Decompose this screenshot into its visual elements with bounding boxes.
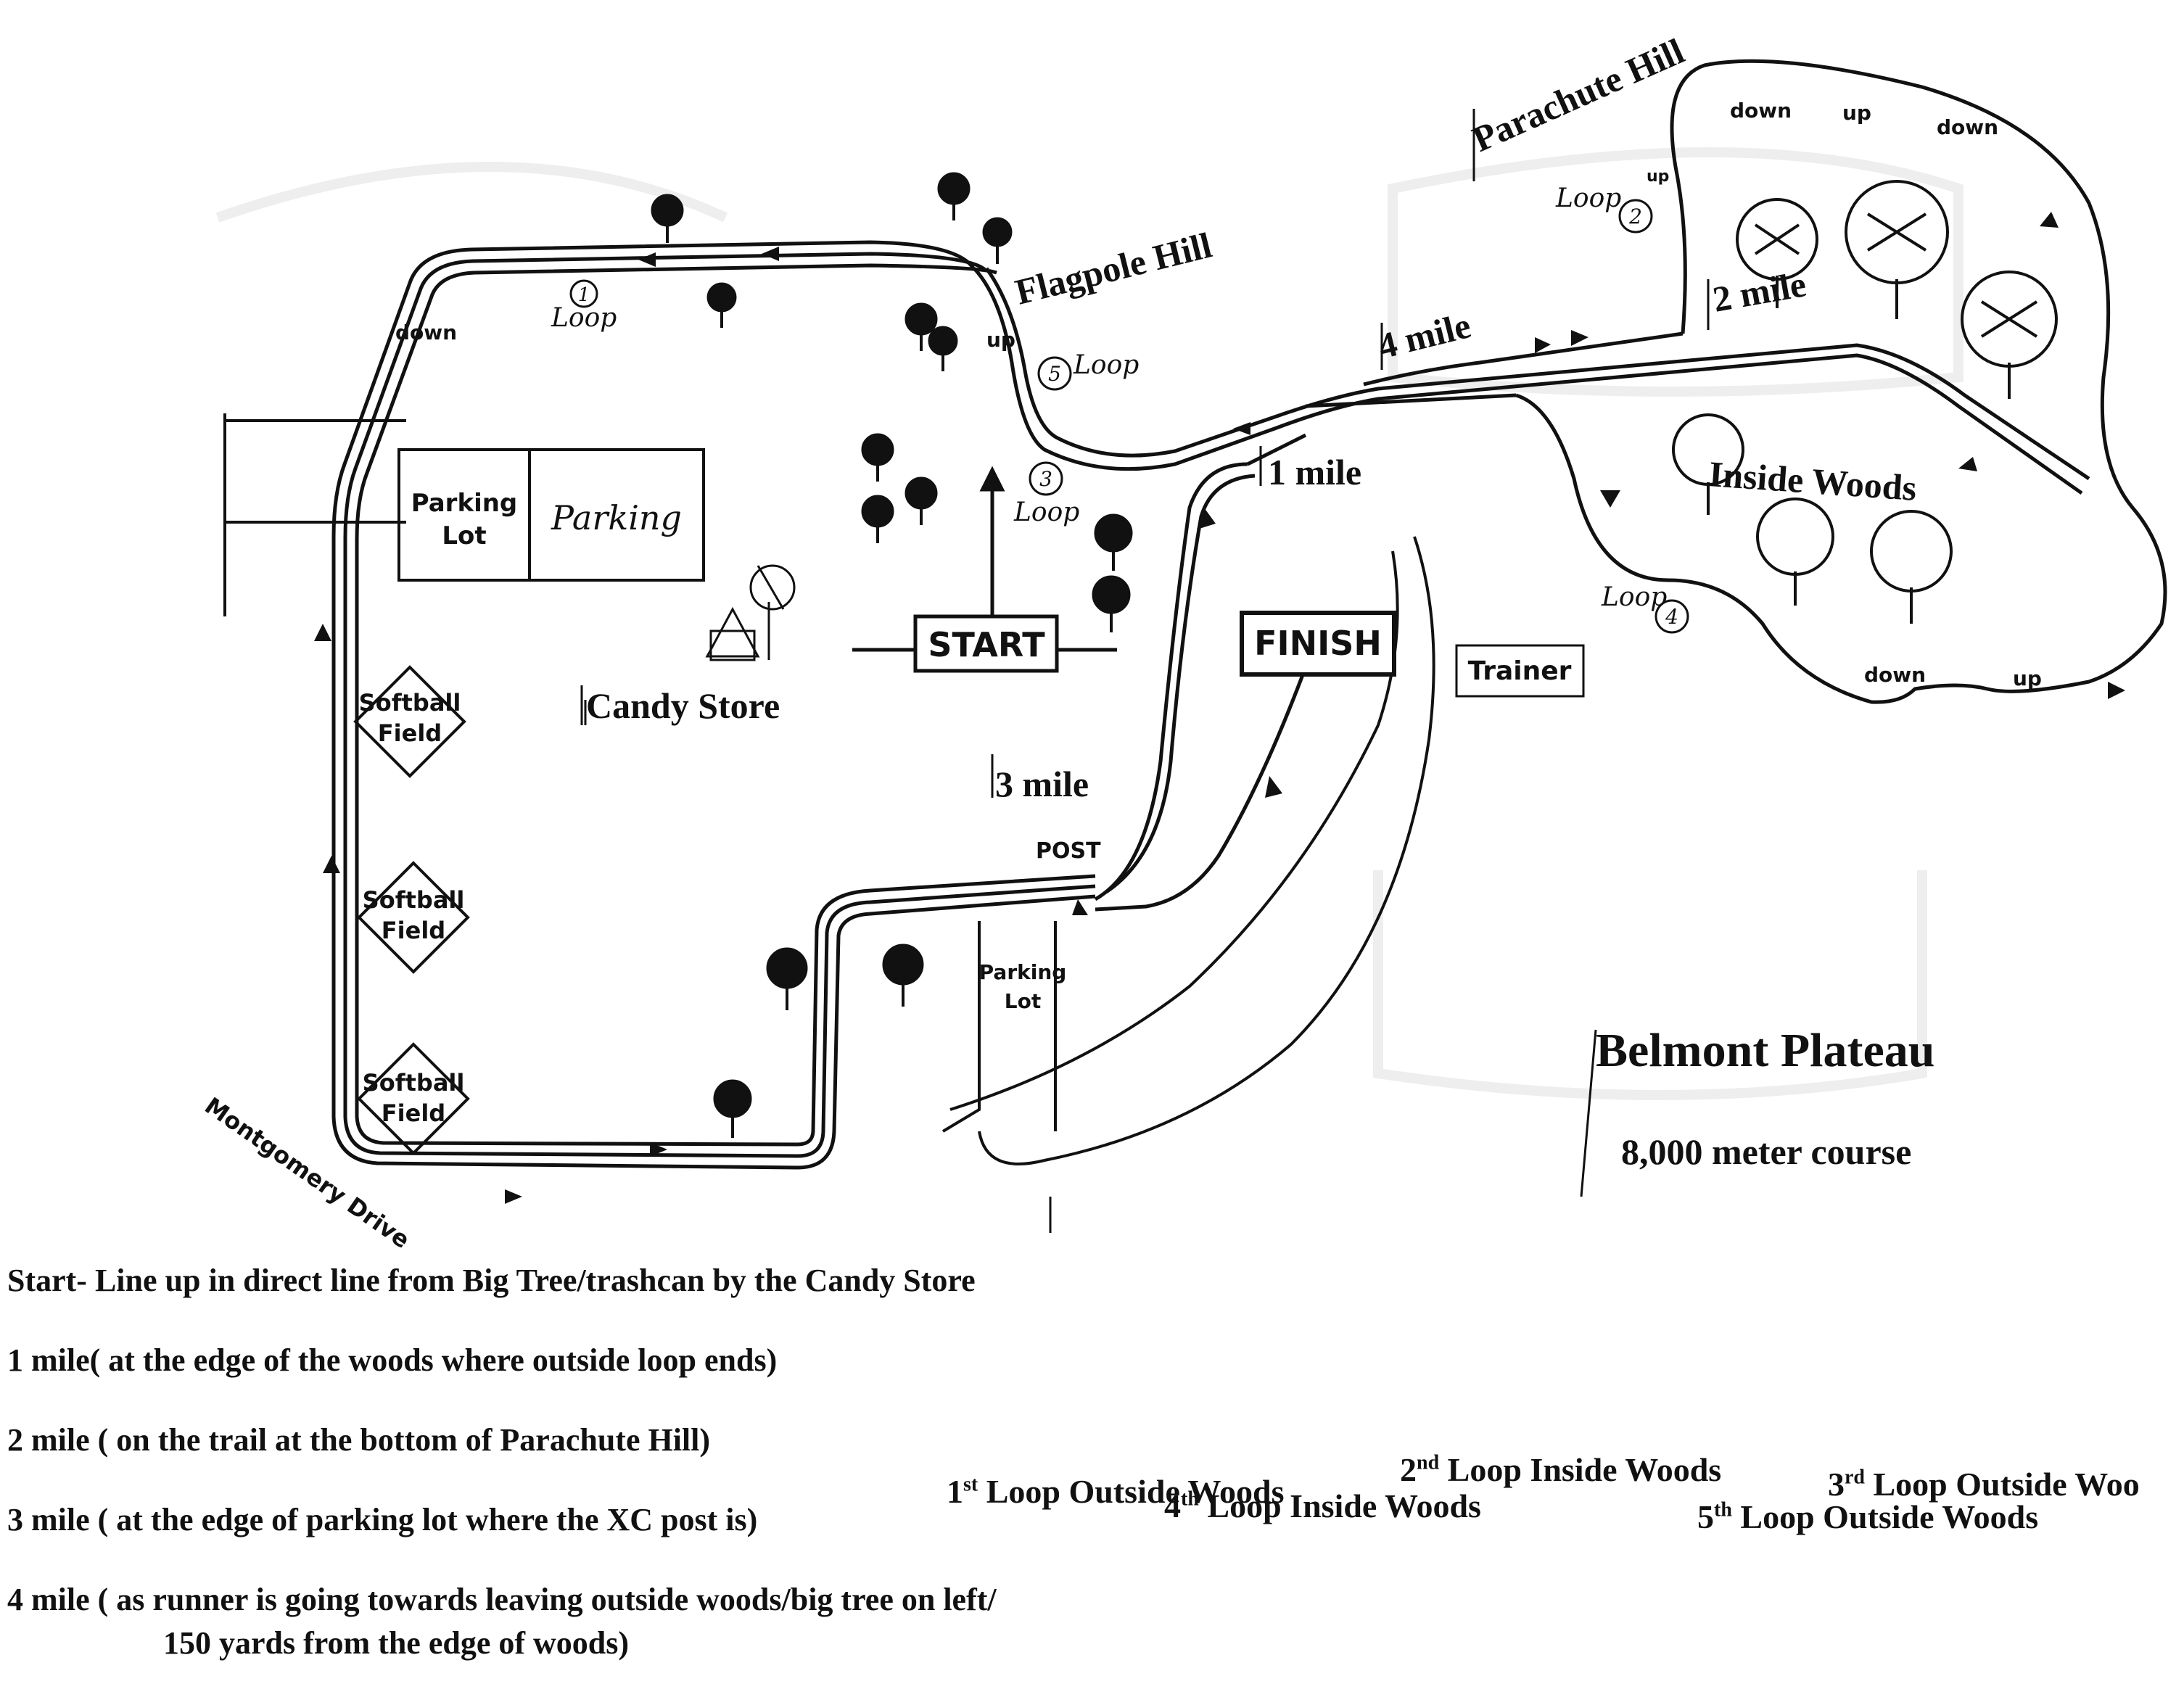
softball-field-2: Softball Field — [357, 861, 470, 974]
loop-note-4: 4th Loop Inside Woods — [1164, 1487, 1481, 1524]
svg-text:Parking: Parking — [411, 489, 518, 518]
loop-note-1: 1st Loop Outside Woods — [947, 1473, 1285, 1510]
loop-marker-4: 4 Loop — [1601, 582, 1689, 634]
svg-text:Softball: Softball — [359, 689, 461, 717]
legend-mile-3: 3 mile ( at the edge of parking lot wher… — [7, 1502, 758, 1537]
svg-text:Lot: Lot — [1005, 989, 1041, 1013]
parachute-hill-label: Parachute Hill — [1467, 30, 1690, 160]
loop-note-3: 3rd Loop Outside Woo — [1828, 1466, 2140, 1503]
loop-marker-3: 3 Loop — [1013, 461, 1079, 527]
svg-text:up: up — [1647, 168, 1669, 186]
svg-text:FINISH: FINISH — [1254, 624, 1382, 663]
svg-text:down: down — [395, 321, 457, 344]
svg-text:Field: Field — [382, 1099, 445, 1127]
map-title: Belmont Plateau — [1596, 1024, 1934, 1077]
svg-text:up: up — [986, 328, 1015, 352]
legend-mile-4: 4 mile ( as runner is going towards leav… — [7, 1582, 997, 1617]
svg-text:Softball: Softball — [363, 1069, 465, 1097]
loop-note-5: 5th Loop Outside Woods — [1697, 1498, 2039, 1535]
svg-text:down: down — [1730, 99, 1792, 123]
trees-woods — [1672, 180, 2058, 624]
center-trail — [852, 433, 1308, 912]
parking-lot-top: Parking Lot — [223, 413, 705, 616]
parking-lot-bottom: Parking Lot — [941, 921, 1067, 1133]
trainer-box: Trainer — [1455, 644, 1585, 698]
svg-text:up: up — [1842, 101, 1871, 125]
svg-text:down: down — [1937, 115, 1998, 139]
svg-text:4: 4 — [1665, 605, 1678, 629]
svg-text:Loop: Loop — [551, 303, 617, 333]
outer-loop-trail — [331, 240, 2090, 1170]
scan-bleed — [215, 147, 1963, 1100]
finish-sign[interactable]: FINISH — [1240, 611, 1396, 677]
svg-text:START: START — [928, 625, 1045, 664]
svg-text:down: down — [1864, 663, 1926, 687]
svg-text:Field: Field — [382, 917, 445, 944]
parking-handwritten: Parking — [551, 498, 682, 537]
svg-text:up: up — [2013, 666, 2042, 690]
mile-2-label: 2 mile — [1710, 263, 1809, 320]
trees-small — [651, 172, 1133, 1138]
svg-text:2: 2 — [1628, 205, 1642, 228]
svg-text:Field: Field — [378, 719, 442, 747]
legend-mile-4-cont: 150 yards from the edge of woods) — [163, 1625, 630, 1661]
flagpole-hill-label: Flagpole Hill — [1011, 224, 1216, 312]
softball-field-1: Softball Field — [353, 665, 466, 778]
candy-store-building — [705, 564, 796, 661]
svg-text:Lot: Lot — [442, 521, 486, 550]
loop-marker-2: 2 Loop — [1555, 183, 1653, 234]
svg-text:Loop: Loop — [1073, 350, 1139, 380]
svg-text:Loop: Loop — [1601, 582, 1667, 612]
softball-field-3: Softball Field — [357, 1042, 470, 1155]
svg-text:Trainer: Trainer — [1468, 656, 1572, 686]
svg-text:Parking: Parking — [979, 960, 1067, 984]
woods-arrows — [1233, 212, 2125, 699]
post-label: POST — [1036, 838, 1101, 864]
mile-3-label: 3 mile — [995, 764, 1089, 804]
legend-start: Start- Line up in direct line from Big T… — [7, 1263, 976, 1298]
svg-text:1: 1 — [578, 284, 590, 306]
svg-text:3: 3 — [1039, 467, 1052, 491]
legend-mile-2: 2 mile ( on the trail at the bottom of P… — [7, 1422, 711, 1458]
loop-marker-1: 1 Loop — [551, 279, 617, 333]
legend-mile-1: 1 mile( at the edge of the woods where o… — [7, 1342, 778, 1378]
map-subtitle: 8,000 meter course — [1621, 1131, 1911, 1172]
svg-text:Softball: Softball — [363, 886, 465, 914]
svg-text:Loop: Loop — [1013, 498, 1079, 527]
loop-note-2: 2nd Loop Inside Woods — [1400, 1451, 1722, 1488]
grade-labels: down up down up down up down up — [395, 99, 2042, 690]
svg-text:5: 5 — [1048, 362, 1061, 386]
start-sign[interactable]: START — [913, 614, 1059, 673]
woods-loop — [1305, 59, 2167, 704]
mile-1-label: 1 mile — [1268, 452, 1361, 492]
mile-ticks — [580, 109, 1710, 1233]
loop-marker-5: 5 Loop — [1037, 350, 1139, 391]
candy-store-label: Candy Store — [586, 685, 780, 726]
inside-woods-label: Inside Woods — [1707, 453, 1918, 508]
svg-text:Loop: Loop — [1555, 183, 1621, 213]
outer-loop-arrows — [314, 247, 1282, 1204]
